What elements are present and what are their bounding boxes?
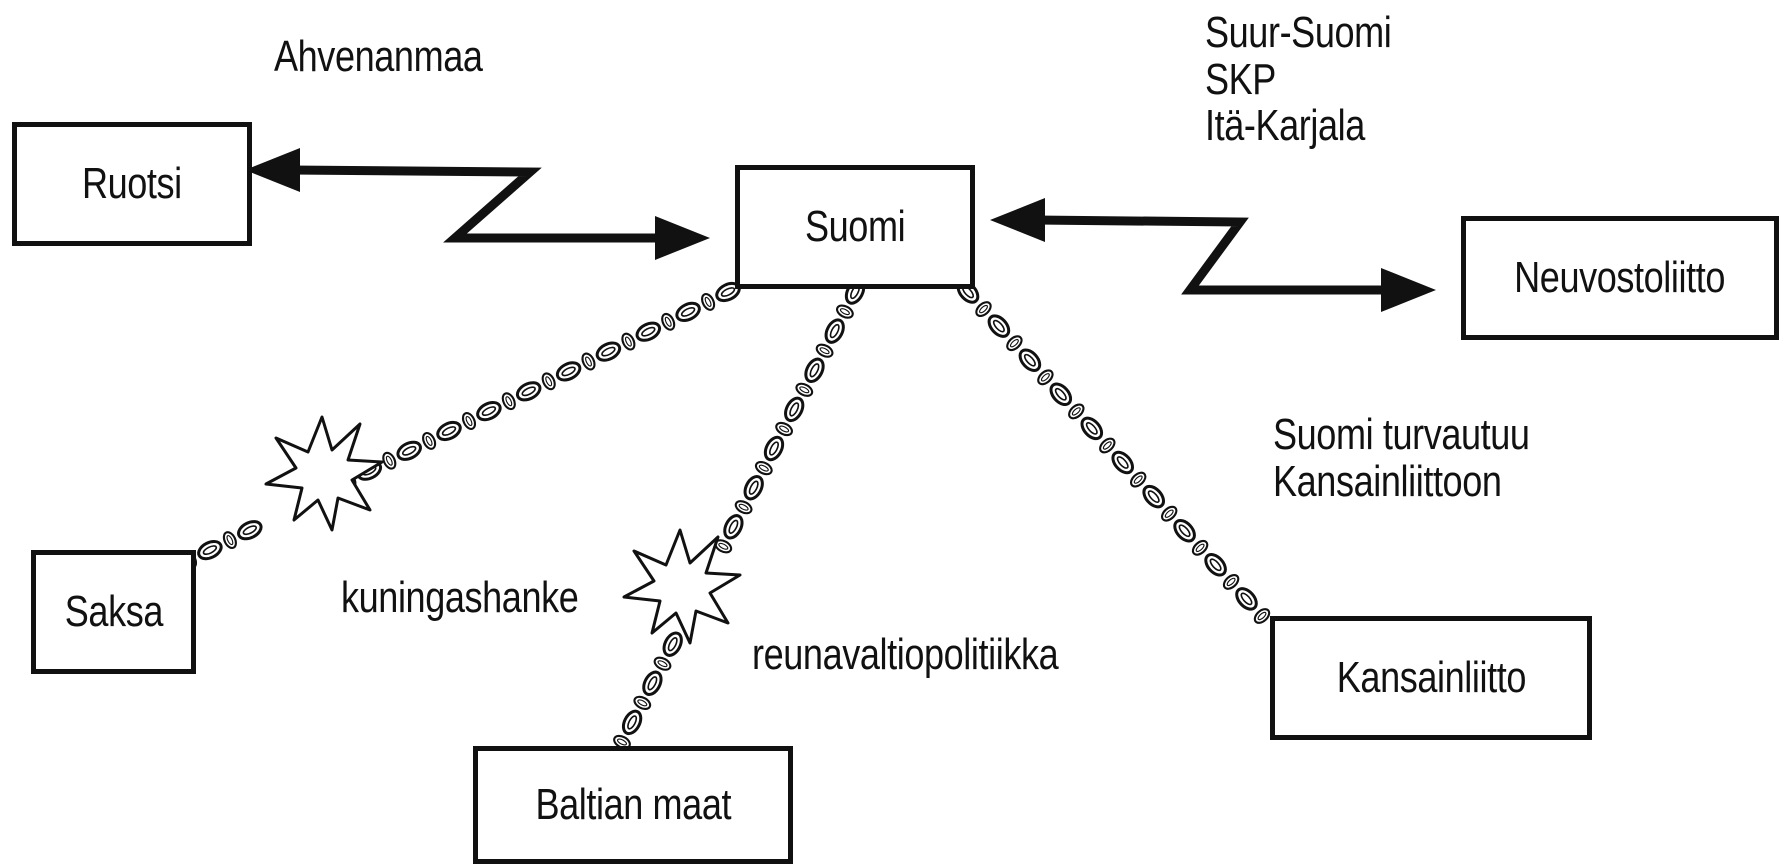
node-label-baltian-maat: Baltian maat xyxy=(535,780,731,829)
node-ruotsi: Ruotsi xyxy=(12,122,252,246)
chain-link xyxy=(379,449,399,472)
arrowhead-suomi-right xyxy=(990,198,1045,242)
arrowhead-suomi-left xyxy=(655,216,710,260)
node-label-ruotsi: Ruotsi xyxy=(82,159,182,208)
chain-link xyxy=(473,397,505,425)
chain-link xyxy=(732,497,755,517)
chain-link xyxy=(740,472,768,504)
chain-link xyxy=(780,393,808,426)
chain-link xyxy=(220,529,240,552)
label-group-neuvostoliitto-issues: Suur-Suomi SKP Itä-Karjala xyxy=(1205,8,1432,151)
arrowhead-neuvostoliitto xyxy=(1381,268,1436,312)
arrow-suomi-neuvostoliitto xyxy=(990,198,1436,312)
label-suur-suomi: Suur-Suomi xyxy=(1205,8,1392,57)
chain-link xyxy=(1014,344,1046,376)
chain-link xyxy=(658,310,678,333)
node-kansainliitto: Kansainliitto xyxy=(1270,616,1592,740)
chain-link xyxy=(638,667,667,699)
node-saksa: Saksa xyxy=(31,550,196,674)
chain-link xyxy=(1169,515,1200,547)
chain-link xyxy=(752,458,775,478)
chain-link xyxy=(760,432,788,465)
chain-link xyxy=(1251,605,1273,627)
chains xyxy=(180,276,1273,752)
chain-link xyxy=(800,354,829,386)
chain-link xyxy=(672,298,704,326)
label-ita-karjala: Itä-Karjala xyxy=(1205,101,1365,151)
chain-link xyxy=(793,380,816,400)
chain-link xyxy=(719,511,748,543)
chain-link xyxy=(1231,583,1262,615)
node-suomi: Suomi xyxy=(735,165,975,289)
chain-suomi-saksa xyxy=(180,278,744,571)
label-skp: SKP xyxy=(1205,54,1276,104)
chain-link xyxy=(1107,447,1138,478)
chain-link xyxy=(579,350,598,373)
break-burst-saksa xyxy=(264,415,384,532)
label-group-kansainliitto: Suomi turvautuu Kansainliittoon xyxy=(1273,410,1586,506)
chain-link xyxy=(1138,481,1169,513)
label-reunavaltiopolitiikka: reunavaltiopolitiikka xyxy=(752,630,1059,679)
arrowhead-ruotsi xyxy=(245,148,300,192)
chain-link xyxy=(419,429,439,452)
chain-link xyxy=(618,330,638,353)
chain-link xyxy=(631,693,654,713)
chain-link xyxy=(1076,412,1107,444)
chain-link xyxy=(459,410,479,432)
chain-suomi-kansainliitto xyxy=(952,276,1273,627)
chain-link xyxy=(513,377,545,405)
label-suomi-turvautuu: Suomi turvautuu xyxy=(1273,410,1530,459)
chain-link xyxy=(813,341,836,361)
chain-link xyxy=(1045,378,1076,410)
node-label-neuvostoliitto: Neuvostoliitto xyxy=(1514,253,1726,302)
chain-link xyxy=(632,318,664,346)
chain-link xyxy=(553,357,585,385)
label-kuningashanke: kuningashanke xyxy=(341,573,579,622)
arrow-suomi-ruotsi xyxy=(245,148,710,260)
chain-link xyxy=(433,417,465,445)
chain-link xyxy=(651,654,674,674)
chain-link xyxy=(592,338,624,366)
chain-link xyxy=(821,315,849,347)
label-ahvenanmaa: Ahvenanmaa xyxy=(274,32,483,81)
chain-suomi-baltia xyxy=(611,276,869,752)
chain-link xyxy=(393,437,425,465)
node-label-saksa: Saksa xyxy=(64,587,163,636)
label-kansainliittoon: Kansainliittoon xyxy=(1273,456,1502,506)
chain-link xyxy=(698,290,718,313)
chain-link xyxy=(833,302,856,322)
chain-link xyxy=(499,390,519,413)
node-baltian-maat: Baltian maat xyxy=(473,746,793,864)
chain-link xyxy=(539,370,559,393)
chain-link xyxy=(1200,549,1231,581)
chain-link xyxy=(773,419,796,439)
chain-link xyxy=(194,536,226,564)
node-label-kansainliitto: Kansainliitto xyxy=(1336,653,1526,702)
break-burst-baltia xyxy=(622,528,742,645)
chain-link xyxy=(618,706,646,739)
chain-link xyxy=(659,628,687,660)
chain-link xyxy=(983,310,1015,342)
node-neuvostoliitto: Neuvostoliitto xyxy=(1461,216,1779,340)
node-label-suomi: Suomi xyxy=(804,202,906,251)
chain-link xyxy=(234,516,266,544)
